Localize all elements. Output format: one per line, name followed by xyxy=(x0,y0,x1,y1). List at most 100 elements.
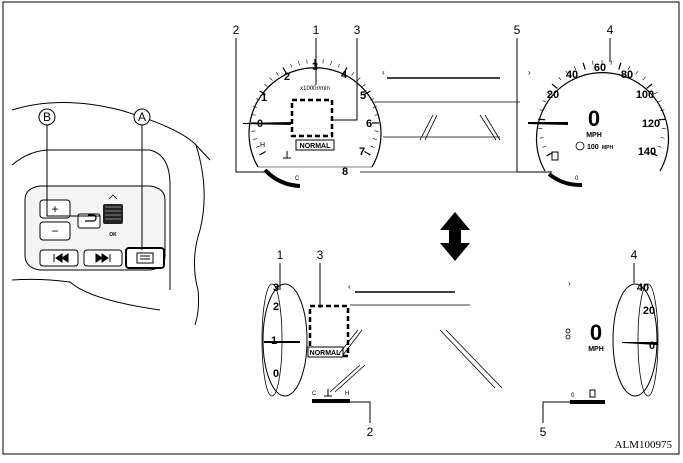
compact-speed-unit: MPH xyxy=(588,346,604,353)
tach-tick-4: 4 xyxy=(341,69,348,81)
callout-2-bottom: 2 xyxy=(367,425,374,439)
callout-3-bottom: 3 xyxy=(317,248,324,262)
drive-mode-area xyxy=(292,100,332,136)
tach-tick-mark-21 xyxy=(352,72,354,75)
volume-up-label: + xyxy=(51,202,58,216)
temp-c-label: C xyxy=(295,176,300,182)
road-left-chevron: ‹ xyxy=(382,68,385,77)
tach-tick-2: 2 xyxy=(284,71,290,83)
compact-coolant-icon xyxy=(324,389,332,396)
tach-tick-mark-15 xyxy=(307,60,308,64)
tach-tick-mark-0 xyxy=(260,152,266,156)
road-right-chevron: › xyxy=(528,68,531,77)
indicator-icon-1 xyxy=(566,329,570,333)
tach-tick-mark-3 xyxy=(252,131,256,132)
callout-2-top: 2 xyxy=(233,23,240,37)
ok-label: OK xyxy=(109,232,117,238)
speed-tick-mark-6 xyxy=(542,101,546,102)
speed-tick-60: 60 xyxy=(594,62,606,74)
coolant-temp-icon xyxy=(283,151,291,158)
compact-temp-h: H xyxy=(345,391,349,397)
tach-tick-3: 3 xyxy=(312,61,318,73)
tach-tick-mark-22 xyxy=(357,78,360,81)
wheel-lower-outline xyxy=(12,279,70,282)
callout-1-bottom: 1 xyxy=(277,248,284,262)
compact-drive-mode-text: NORMAL xyxy=(310,350,341,357)
fuel-pump-icon xyxy=(552,152,558,160)
speed-tick-mark-22 xyxy=(658,101,662,102)
wheel-lower-outline-2 xyxy=(70,282,160,310)
volume-down-label: − xyxy=(51,224,58,238)
speed-tick-mark-21 xyxy=(654,92,657,94)
tach-tick-mark-18 xyxy=(331,61,332,65)
speed-tick-140: 140 xyxy=(638,146,656,158)
tach-tick-mark-13 xyxy=(291,64,293,68)
callout-a-label: A xyxy=(138,110,146,124)
compact-speed-tick-0: 0 xyxy=(649,340,655,352)
indicator-icon-2 xyxy=(566,335,570,339)
compact-speed-tick-20: 20 xyxy=(643,305,655,317)
compact-tach-tick-3: 3 xyxy=(273,282,279,294)
speed-tick-100: 100 xyxy=(636,89,654,101)
speed-unit: MPH xyxy=(586,132,602,139)
tach-tick-7: 7 xyxy=(359,146,365,158)
tach-tick-mark-1 xyxy=(256,146,260,148)
tach-tick-mark-30 xyxy=(373,139,377,140)
display-mode-button[interactable] xyxy=(126,248,164,268)
wheel-side-outline xyxy=(194,145,204,325)
callout-4-bottom: 4 xyxy=(631,248,638,262)
callout-5-bottom-leader xyxy=(543,402,570,423)
steering-wheel-switch-illustration: + − OK A B xyxy=(12,103,210,326)
callout-4-top: 4 xyxy=(607,23,614,37)
tach-tick-mark-29 xyxy=(374,131,378,132)
compact-tach-tick-2: 2 xyxy=(273,301,279,313)
speed-readout: 0 xyxy=(588,106,600,131)
speed-tick-mark-12 xyxy=(583,63,585,70)
lane-marker-right xyxy=(480,115,500,140)
speed-tick-mark-26 xyxy=(660,137,664,138)
fuel-empty-label: 0 xyxy=(575,176,579,182)
tach-tick-mark-10 xyxy=(270,78,273,81)
compact-fuel-icon xyxy=(590,390,595,397)
callout-5-top: 5 xyxy=(514,23,521,37)
drive-mode-text: NORMAL xyxy=(300,143,331,150)
callout-3-top: 3 xyxy=(354,23,361,37)
callout-b-label: B xyxy=(43,110,51,124)
speed-tick-80: 80 xyxy=(621,69,633,81)
speed-tick-mark-19 xyxy=(643,77,646,80)
tach-tick-5: 5 xyxy=(360,90,366,102)
compact-tach-needle xyxy=(264,341,300,343)
tach-tick-1: 1 xyxy=(261,92,267,104)
speed-tick-mark-18 xyxy=(636,71,638,74)
tach-tick-8: 8 xyxy=(342,166,348,178)
speed-needle xyxy=(528,122,568,125)
compact-fuel-empty: 0 xyxy=(571,393,575,399)
compact-tach-cylinder xyxy=(263,284,307,396)
cruise-speed-unit: MPH xyxy=(602,145,614,151)
speed-tick-40: 40 xyxy=(566,69,578,81)
tach-tick-mark-2 xyxy=(253,139,257,140)
temp-h-label: H xyxy=(260,142,265,149)
compact-lane-left-2 xyxy=(330,365,365,392)
cruise-speed-value: 100 xyxy=(587,144,599,151)
tach-tick-mark-32 xyxy=(364,152,370,156)
speed-tick-mark-20 xyxy=(647,84,652,88)
switch-double-arrow-icon xyxy=(440,212,470,261)
callout-5-bottom: 5 xyxy=(540,425,547,439)
tach-tick-mark-9 xyxy=(264,84,267,86)
speed-tick-mark-2 xyxy=(540,137,544,138)
compact-road-left-chevron: ‹ xyxy=(348,282,351,291)
compact-speed-tick-40: 40 xyxy=(637,282,649,294)
speed-tick-120: 120 xyxy=(642,118,660,130)
lane-marker-left xyxy=(420,115,437,140)
speed-tick-mark-15 xyxy=(611,61,612,65)
full-meter-display: 0 1 2 3 4 5 6 7 8 x1000r/min NORMAL H C … xyxy=(233,23,669,186)
callout-2-bottom-leader xyxy=(350,402,370,423)
speedometer-tick-marks xyxy=(538,60,666,156)
tach-tick-mark-19 xyxy=(338,64,340,68)
compact-tach-tick-0: 0 xyxy=(273,368,279,380)
compact-road-right-chevron: › xyxy=(568,279,571,288)
cruise-speed-icon xyxy=(576,142,584,150)
